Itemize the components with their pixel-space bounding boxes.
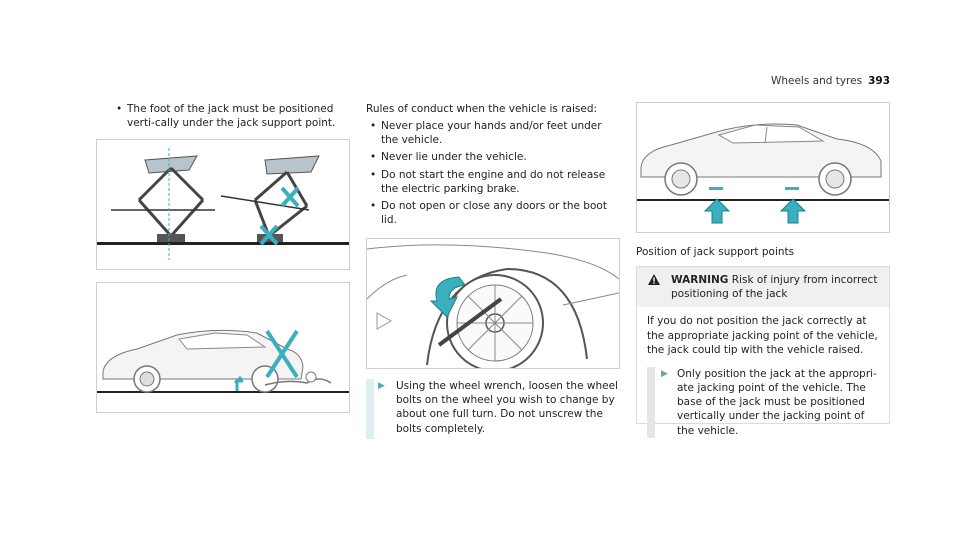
step-text: Using the wheel wrench, loosen the wheel… [396,380,618,435]
list-item: Never lie under the vehicle. [370,150,620,164]
page-number: 393 [868,75,890,87]
jack-support-points-figure [636,102,890,233]
up-arrow-icon [779,198,807,224]
cross-icon [259,224,279,246]
up-arrow-icon [703,198,731,224]
conduct-rules-list: Never place your hands and/or feet under… [370,119,620,227]
loosen-bolts-step: ▶ Using the wheel wrench, loosen the whe… [366,379,620,439]
warning-step-text: Only position the jack at the appropri-a… [677,367,877,437]
list-item: Do not open or close any doors or the bo… [370,199,620,227]
person-under-car-figure [96,282,350,413]
list-item: The foot of the jack must be positioned … [116,102,348,130]
wheel-wrench-figure [366,238,620,369]
warning-triangle-icon [648,274,660,289]
cross-icon [280,186,300,208]
warning-header: WARNING Risk of injury from incorrect po… [637,267,889,308]
warning-label: WARNING [671,274,729,286]
warning-text: If you do not position the jack correctl… [647,315,878,356]
list-item: Never place your hands and/or feet under… [370,119,620,147]
triangle-right-icon: ▶ [378,381,385,391]
page-header: Wheels and tyres 393 [771,74,890,88]
list-item: Do not start the engine and do not relea… [370,168,620,196]
cross-icon [265,329,299,379]
conduct-intro: Rules of conduct when the vehicle is rai… [366,103,598,115]
jack-position-figure [96,139,350,270]
warning-step: ▶ Only position the jack at the appropri… [647,366,879,438]
triangle-right-icon: ▶ [661,368,668,379]
figure-caption: Position of jack support points [636,246,795,258]
warning-title: Risk of injury from incorrect positionin… [671,274,878,301]
warning-box: WARNING Risk of injury from incorrect po… [636,266,890,438]
jack-foot-list: The foot of the jack must be positioned … [116,102,348,130]
section-title: Wheels and tyres [770,75,863,87]
